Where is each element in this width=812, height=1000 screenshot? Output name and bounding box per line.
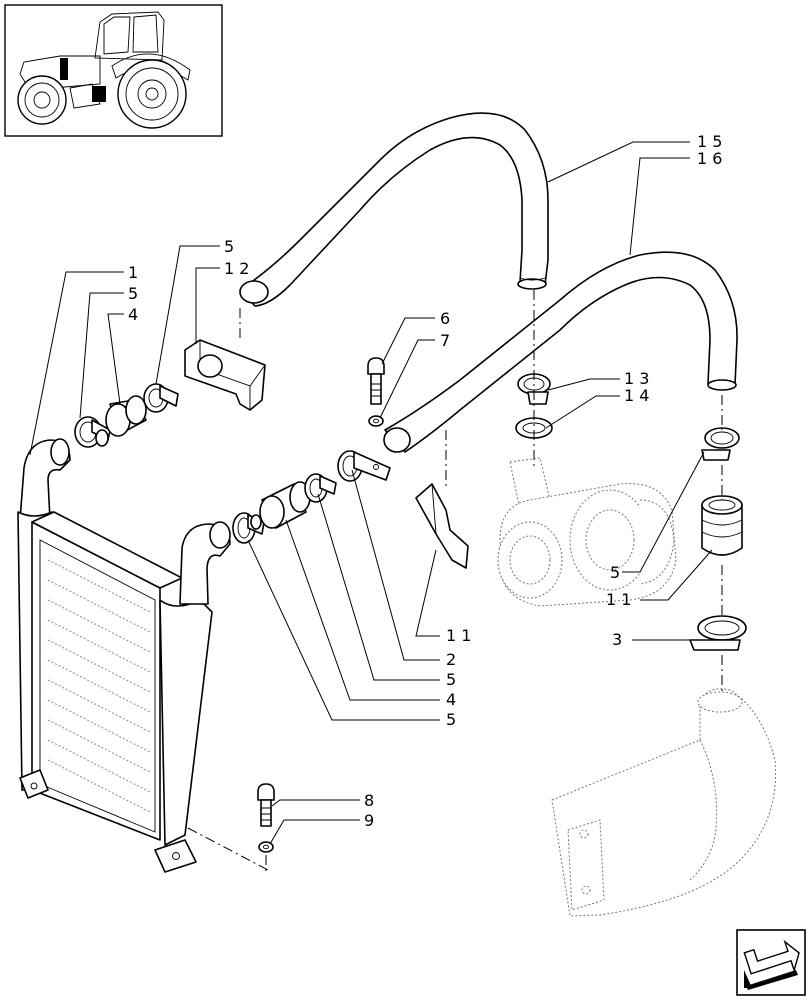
callout-1: 1 xyxy=(128,263,138,282)
coupling-sleeve-left[interactable] xyxy=(105,395,147,437)
leader-lines xyxy=(29,141,713,845)
mounting-bracket-10[interactable] xyxy=(184,339,266,411)
callout-11: 1 1 xyxy=(446,626,471,645)
hose-clamp-center-1[interactable] xyxy=(232,512,265,544)
washer-9[interactable] xyxy=(258,841,274,853)
callout-6: 6 xyxy=(440,309,450,328)
intercooler-radiator[interactable] xyxy=(17,438,231,873)
callout-labels: 1 5 1 6 5 1 2 1 5 4 6 7 1 3 1 4 5 1 1 3 … xyxy=(128,132,722,830)
tractor-icon xyxy=(17,11,191,129)
callout-9: 9 xyxy=(364,811,374,830)
hose-clamp-center-2[interactable] xyxy=(304,473,337,503)
bracket-clamp-2[interactable] xyxy=(337,450,391,482)
inlet-elbow-reference xyxy=(551,688,777,917)
callout-16: 1 1 xyxy=(606,590,631,609)
callout-5-top: 5 xyxy=(224,237,234,256)
hose-clamp-left-2[interactable] xyxy=(143,383,179,413)
callout-5-left: 5 xyxy=(128,284,138,303)
hose-clamp-3[interactable] xyxy=(689,615,747,651)
coupling-sleeve-center[interactable] xyxy=(259,481,311,529)
callout-5-right: 5 xyxy=(610,563,620,582)
support-bracket-11[interactable] xyxy=(415,483,469,569)
bolt-8[interactable] xyxy=(257,783,275,827)
callout-4-center: 4 xyxy=(446,690,456,709)
next-page-button[interactable] xyxy=(736,929,806,996)
tractor-thumbnail[interactable] xyxy=(4,4,223,137)
washer-7[interactable] xyxy=(368,415,384,427)
callout-15: 1 4 xyxy=(624,386,649,405)
callout-13: 1 6 xyxy=(697,149,722,168)
callout-12: 1 5 xyxy=(697,132,722,151)
callout-2: 2 xyxy=(446,650,456,669)
callout-14: 1 3 xyxy=(624,369,649,388)
callout-10: 1 2 xyxy=(224,259,249,278)
callout-8: 8 xyxy=(364,791,374,810)
coupling-sleeve-16[interactable] xyxy=(701,495,743,556)
bolt-6[interactable] xyxy=(367,357,385,405)
assembly-axis-lines xyxy=(187,290,723,872)
callout-5-center-b: 5 xyxy=(446,710,456,729)
lower-intercooler-hose[interactable] xyxy=(383,251,738,453)
callout-7: 7 xyxy=(440,331,450,350)
radiator-core-fins xyxy=(47,559,151,813)
callout-3: 3 xyxy=(612,630,622,649)
turbocharger-reference xyxy=(497,457,677,607)
hose-clamp-left-1[interactable] xyxy=(74,416,111,448)
upper-intercooler-hose[interactable] xyxy=(239,112,549,307)
hose-clamp-5-right[interactable] xyxy=(701,427,740,461)
callout-5-center-a: 5 xyxy=(446,670,456,689)
next-page-arrow-icon xyxy=(743,939,800,990)
callout-4-left: 4 xyxy=(128,305,138,324)
